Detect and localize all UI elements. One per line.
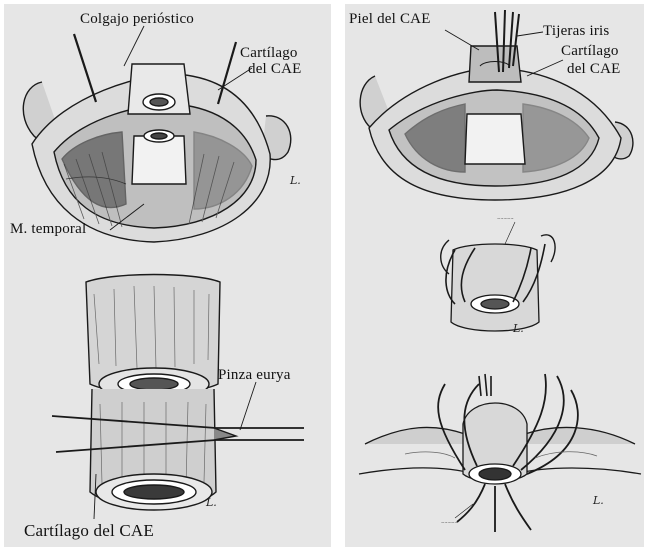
label-cartilago-cae-line2: del CAE bbox=[567, 62, 620, 78]
label-cartilago-del-cae-bottom: Cartílago del CAE bbox=[24, 522, 154, 540]
artist-signature-bottom: L. bbox=[206, 496, 217, 509]
label-piel-del-cae: Piel del CAE bbox=[349, 12, 431, 28]
suture-placement-drawing bbox=[441, 222, 555, 331]
label-cartilago-cae-line2: del CAE bbox=[248, 62, 301, 78]
right-drawings bbox=[345, 4, 644, 547]
label-colgajo-periostico: Colgajo perióstico bbox=[80, 12, 194, 28]
label-tijeras-iris: Tijeras iris bbox=[543, 24, 609, 40]
right-illustration-panel: Piel del CAE Tijeras iris Cartílago del … bbox=[345, 4, 644, 547]
sutured-cartilage-drawing bbox=[359, 374, 641, 532]
tiny-label-middle: ~~~~~ bbox=[497, 216, 514, 221]
label-cartilago-cae-line1: Cartílago bbox=[561, 44, 619, 60]
label-m-temporal: M. temporal bbox=[10, 222, 86, 238]
artist-signature-top: L. bbox=[290, 174, 301, 187]
artist-signature-bottom: L. bbox=[593, 494, 604, 507]
label-cartilago-cae-line1: Cartílago bbox=[240, 46, 298, 62]
left-illustration-panel: Colgajo perióstico Cartílago del CAE M. … bbox=[4, 4, 331, 547]
tiny-label-bottom: ~~~~~ bbox=[441, 520, 458, 525]
cartilage-tube-drawing bbox=[52, 275, 304, 520]
label-pinza-eurya: Pinza eurya bbox=[218, 368, 291, 384]
left-drawings bbox=[4, 4, 331, 547]
artist-signature-middle: L. bbox=[513, 322, 524, 335]
